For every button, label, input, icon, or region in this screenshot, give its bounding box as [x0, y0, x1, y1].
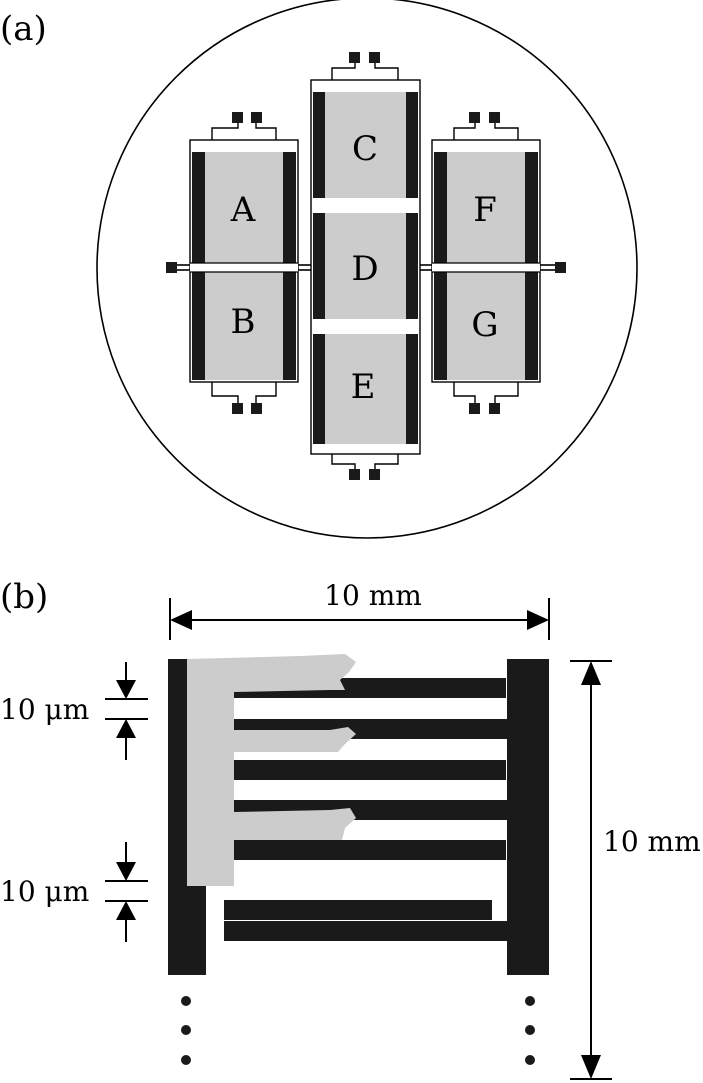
finger-gap-3 — [492, 900, 507, 921]
contact-leads — [211, 62, 519, 470]
width-dimension — [169, 598, 550, 640]
device-label-d: D — [351, 249, 378, 289]
gap-label-top: 10 μm — [0, 693, 89, 726]
left-lead-pad — [166, 262, 177, 273]
device-column-center — [310, 79, 421, 455]
device-label-a: A — [230, 190, 256, 230]
height-dimension — [570, 660, 612, 1080]
right-lead-pad — [555, 262, 566, 273]
device-label-f: F — [473, 190, 497, 230]
device-label-b: B — [231, 302, 256, 342]
device-label-g: G — [471, 305, 498, 345]
device-column-left — [189, 139, 299, 383]
panel-b-label: (b) — [0, 577, 49, 617]
panel-a-label: (a) — [0, 9, 47, 49]
contact-pads — [232, 52, 500, 480]
height-label: 10 mm — [603, 825, 701, 858]
gap-dimension-bottom — [105, 842, 148, 942]
finger-gap-2 — [206, 900, 224, 975]
gap-dimension-top — [105, 662, 148, 760]
device-column-right — [431, 139, 541, 383]
wafer-outline — [96, 0, 638, 539]
gap-label-bottom: 10 μm — [0, 875, 89, 908]
continuation-dots — [181, 996, 535, 1065]
width-label: 10 mm — [324, 579, 422, 612]
finger-gap — [206, 880, 506, 900]
sensing-film — [187, 654, 356, 886]
device-label-c: C — [352, 129, 378, 169]
device-label-e: E — [351, 367, 376, 407]
